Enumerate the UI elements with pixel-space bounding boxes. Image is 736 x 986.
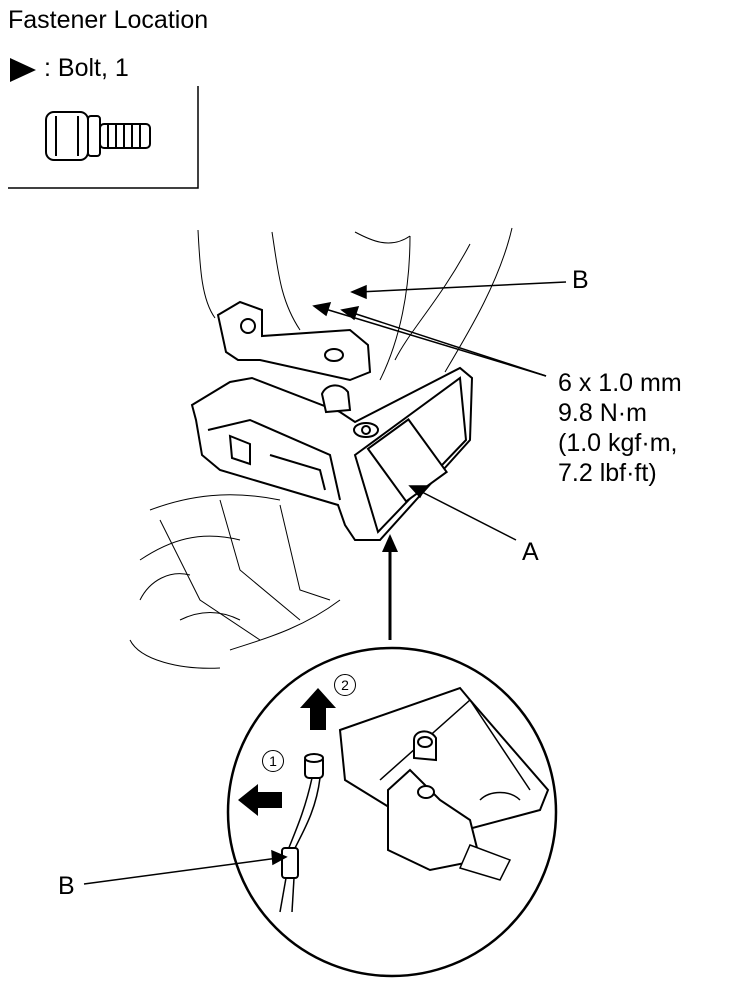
leader-lines [83, 281, 567, 885]
torque-spec-line: 9.8 N·m [558, 399, 647, 427]
lift-arrow-icon [300, 688, 336, 730]
callout-a: A [522, 538, 539, 566]
torque-spec-line: (1.0 kgf·m, [558, 429, 678, 457]
bolt-icon [45, 111, 151, 161]
legend-frame [8, 86, 199, 189]
detail-inset [226, 646, 558, 978]
callout-b-top: B [572, 266, 589, 294]
page-title: Fastener Location [8, 6, 209, 34]
pull-arrow-icon [238, 784, 282, 816]
torque-spec: 6 x 1.0 mm 9.8 N·m (1.0 kgf·m, 7.2 lbf·f… [558, 368, 682, 488]
fuse-box-assembly [190, 300, 474, 541]
callout-b-bottom: B [58, 872, 75, 900]
bolt-marker-triangle-icon [10, 58, 36, 82]
torque-spec-line: 6 x 1.0 mm [558, 369, 682, 397]
engine-background [129, 227, 513, 669]
step-marker-2: 2 [334, 674, 356, 696]
legend-label: : Bolt, 1 [44, 54, 129, 82]
step-marker-1: 1 [262, 750, 284, 772]
detail-pointer-arrow [382, 534, 398, 640]
torque-spec-line: 7.2 lbf·ft) [558, 459, 657, 487]
